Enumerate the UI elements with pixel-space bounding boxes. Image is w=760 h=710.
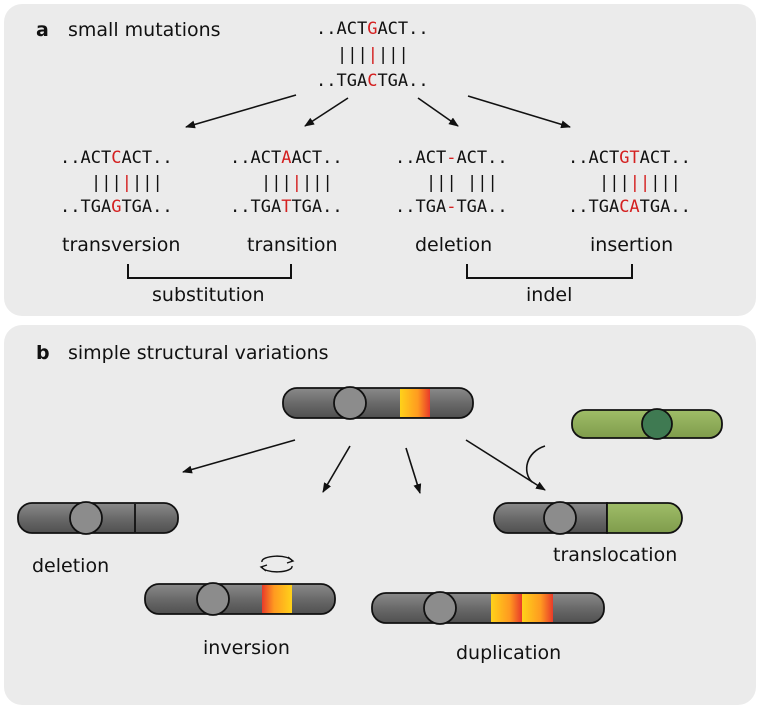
reference-base-pairs: ||||||| [337,45,409,65]
sv-translocation-label: translocation [553,544,677,566]
transition-base-pairs: ||||||| [261,173,333,193]
centromere [69,501,103,535]
sv-translocation-chromosome [493,501,683,535]
sv-inversion-label: inversion [203,637,290,659]
centromere [543,501,577,535]
transversion-bottom-strand: ..TGAGTGA.. [60,197,173,217]
inverted-band [262,585,292,613]
insertion-bottom-strand: ..TGACATGA.. [568,197,691,217]
insertion-label: insertion [590,234,673,256]
mutation-band [400,389,430,417]
transversion-label: transversion [62,234,180,256]
transition-bottom-strand: ..TGATTGA.. [230,197,343,217]
sv-deletion-label: deletion [32,555,109,577]
panel-a-title: small mutations [68,19,221,41]
panel-b-title: simple structural variations [68,342,329,364]
centromere [423,591,457,625]
arrow-to-deletion [417,97,459,127]
arrow-to-translocation [465,439,546,491]
donor-centromere [641,408,673,440]
indel-bracket [466,264,633,279]
transition-top-strand: ..ACTAACT.. [230,148,343,168]
sv-inversion-chromosome [144,582,336,616]
centromere [333,386,367,420]
arrow-to-transition [304,97,349,127]
panel-small-mutations [4,4,756,316]
transversion-base-pairs: ||||||| [91,173,163,193]
panel-a-letter: a [36,19,49,41]
centromere [196,582,230,616]
duplicated-band [522,594,553,622]
original-chromosome [282,386,474,420]
rotate-icon [259,555,295,573]
reference-top-strand: ..ACTGACT.. [316,19,429,39]
transition-label: transition [247,234,338,256]
substitution-label: substitution [152,284,265,306]
panel-b-letter: b [36,342,50,364]
sv-duplication-label: duplication [456,642,561,664]
insertion-top-strand: ..ACTGTACT.. [568,148,691,168]
insertion-base-pairs: |||||||| [599,173,681,193]
arrow-to-duplication [405,447,422,494]
deletion-bottom-strand: ..TGA-TGA.. [395,197,508,217]
deletion-top-strand: ..ACT-ACT.. [395,148,508,168]
reference-bottom-strand: ..TGACTGA.. [316,71,429,91]
arrow-to-insertion [467,95,571,129]
deletion-label: deletion [415,234,492,256]
indel-label: indel [526,284,572,306]
arrow-to-inversion [322,445,351,493]
sv-duplication-chromosome [371,591,605,625]
translocation-curve [525,445,546,483]
arrow-to-transversion [185,94,297,129]
sv-deletion-chromosome [17,501,179,535]
transversion-top-strand: ..ACTCACT.. [60,148,173,168]
donor-chromosome [571,408,723,440]
substitution-bracket [127,264,292,279]
arrow-to-sv-deletion [182,439,296,474]
mutation-band [491,594,522,622]
deletion-base-pairs: ||| ||| [426,173,498,193]
